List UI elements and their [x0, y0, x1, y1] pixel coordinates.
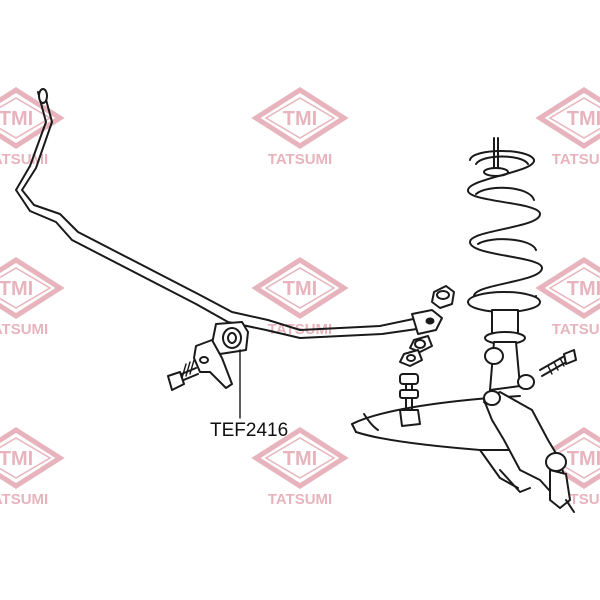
- stabilizer-link: [399, 285, 455, 427]
- watermark-diamond: [0, 257, 65, 319]
- watermark-diamond: [251, 427, 349, 489]
- watermark-logo-text: TMI: [0, 278, 33, 300]
- watermark-tile: TMI TATSUMI: [535, 87, 600, 168]
- watermark-diamond: [251, 87, 349, 149]
- watermark-logo-text: TMI: [283, 448, 317, 470]
- watermark-diamond: [0, 427, 65, 489]
- watermark-tile: TMI TATSUMI: [251, 427, 349, 508]
- watermark-brand-text: TATSUMI: [552, 321, 600, 338]
- shock-absorber: [484, 309, 577, 391]
- bushing-bracket: [193, 339, 233, 389]
- watermark-inner-diamond: [264, 437, 336, 479]
- watermark-brand-text: TATSUMI: [0, 151, 48, 168]
- watermark-inner-diamond: [548, 97, 600, 139]
- watermark-diamond: [535, 87, 600, 149]
- watermark-brand-text: TATSUMI: [268, 491, 332, 508]
- steering-knuckle: [483, 390, 575, 513]
- watermark-brand-text: TATSUMI: [268, 151, 332, 168]
- watermark-tile: TMI TATSUMI: [251, 87, 349, 168]
- watermark-logo-text: TMI: [283, 108, 317, 130]
- watermark-diamond: [535, 427, 600, 489]
- watermark-inner-diamond: [548, 267, 600, 309]
- watermark-logo-text: TMI: [567, 278, 600, 300]
- watermark-inner-diamond: [0, 267, 52, 309]
- watermark-inner-diamond: [0, 437, 52, 479]
- bracket-bolt: [167, 359, 199, 391]
- stabilizer-bar: [15, 88, 443, 339]
- watermark-inner-diamond: [264, 97, 336, 139]
- part-number-label: TEF2416: [210, 420, 288, 441]
- watermark-inner-diamond: [548, 437, 600, 479]
- watermark-logo-text: TMI: [567, 448, 600, 470]
- watermark-logo-text: TMI: [567, 108, 600, 130]
- coil-spring: [467, 137, 543, 313]
- stabilizer-bushing: [211, 321, 249, 355]
- watermark-brand-text: TATSUMI: [0, 491, 48, 508]
- watermark-tile: TMI TATSUMI: [0, 87, 65, 168]
- watermark-tile: TMI TATSUMI: [535, 257, 600, 338]
- watermark-inner-diamond: [264, 267, 336, 309]
- watermark-logo-text: TMI: [283, 278, 317, 300]
- watermark-tile: TMI TATSUMI: [0, 257, 65, 338]
- watermark-diamond: [535, 257, 600, 319]
- watermark-diamond: [0, 87, 65, 149]
- watermark-logo-text: TMI: [0, 108, 33, 130]
- watermark-logo-text: TMI: [0, 448, 33, 470]
- watermark-brand-text: TATSUMI: [552, 151, 600, 168]
- watermark-diamond: [251, 257, 349, 319]
- watermark-brand-text: TATSUMI: [0, 321, 48, 338]
- watermark-tile: TMI TATSUMI: [0, 427, 65, 508]
